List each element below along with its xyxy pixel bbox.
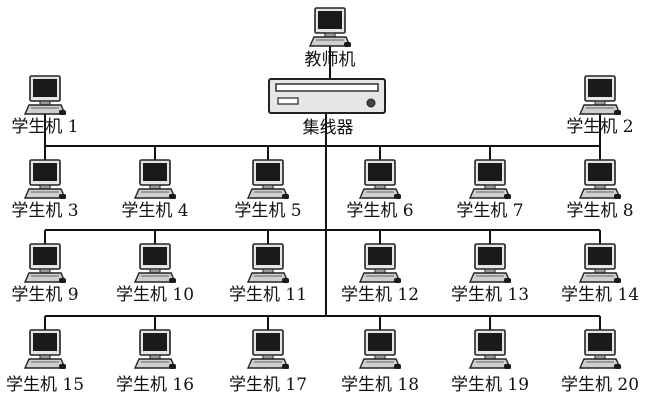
computer-icon [133, 329, 177, 369]
student-label: 学生机 13 [450, 285, 530, 305]
student-label: 学生机 1 [11, 117, 79, 137]
hub-icon [268, 78, 386, 114]
student-computer [358, 328, 402, 372]
student-label: 学生机 6 [346, 201, 414, 221]
teacher-computer [308, 6, 352, 50]
student-computer [133, 242, 177, 286]
student-label: 学生机 19 [450, 375, 530, 395]
student-computer [468, 242, 512, 286]
student-computer [23, 242, 67, 286]
student-label: 学生机 4 [121, 201, 189, 221]
computer-icon [133, 243, 177, 283]
student-label: 学生机 20 [560, 375, 640, 395]
computer-icon [133, 159, 177, 199]
student-label: 学生机 15 [5, 375, 85, 395]
computer-icon [23, 159, 67, 199]
student-computer [468, 328, 512, 372]
student-label: 学生机 7 [456, 201, 524, 221]
computer-icon [578, 75, 622, 115]
student-label: 学生机 14 [560, 285, 640, 305]
hub-device [268, 78, 386, 114]
student-computer [133, 158, 177, 202]
computer-icon [468, 243, 512, 283]
student-computer [578, 242, 622, 286]
student-label: 学生机 17 [228, 375, 308, 395]
computer-icon [578, 243, 622, 283]
student-computer [23, 158, 67, 202]
computer-icon [246, 329, 290, 369]
hub-label: 集线器 [302, 118, 354, 138]
computer-icon [23, 75, 67, 115]
computer-icon [23, 243, 67, 283]
teacher-label: 教师机 [304, 50, 356, 70]
computer-icon [308, 7, 352, 47]
student-label: 学生机 2 [566, 117, 634, 137]
computer-icon [246, 159, 290, 199]
student-label: 学生机 3 [11, 201, 79, 221]
student-computer [358, 158, 402, 202]
computer-icon [246, 243, 290, 283]
computer-icon [358, 243, 402, 283]
student-label: 学生机 18 [340, 375, 420, 395]
computer-icon [358, 159, 402, 199]
student-label: 学生机 16 [115, 375, 195, 395]
computer-icon [23, 329, 67, 369]
student-computer [23, 74, 67, 118]
student-computer [578, 328, 622, 372]
student-label: 学生机 11 [228, 285, 308, 305]
student-label: 学生机 12 [340, 285, 420, 305]
student-computer [468, 158, 512, 202]
student-computer [578, 74, 622, 118]
student-computer [358, 242, 402, 286]
computer-icon [468, 159, 512, 199]
computer-icon [468, 329, 512, 369]
student-label: 学生机 10 [115, 285, 195, 305]
student-label: 学生机 9 [11, 285, 79, 305]
computer-icon [358, 329, 402, 369]
student-computer [246, 328, 290, 372]
student-label: 学生机 5 [234, 201, 302, 221]
student-label: 学生机 8 [566, 201, 634, 221]
student-computer [133, 328, 177, 372]
student-computer [246, 242, 290, 286]
student-computer [23, 328, 67, 372]
student-computer [246, 158, 290, 202]
computer-icon [578, 329, 622, 369]
computer-icon [578, 159, 622, 199]
student-computer [578, 158, 622, 202]
